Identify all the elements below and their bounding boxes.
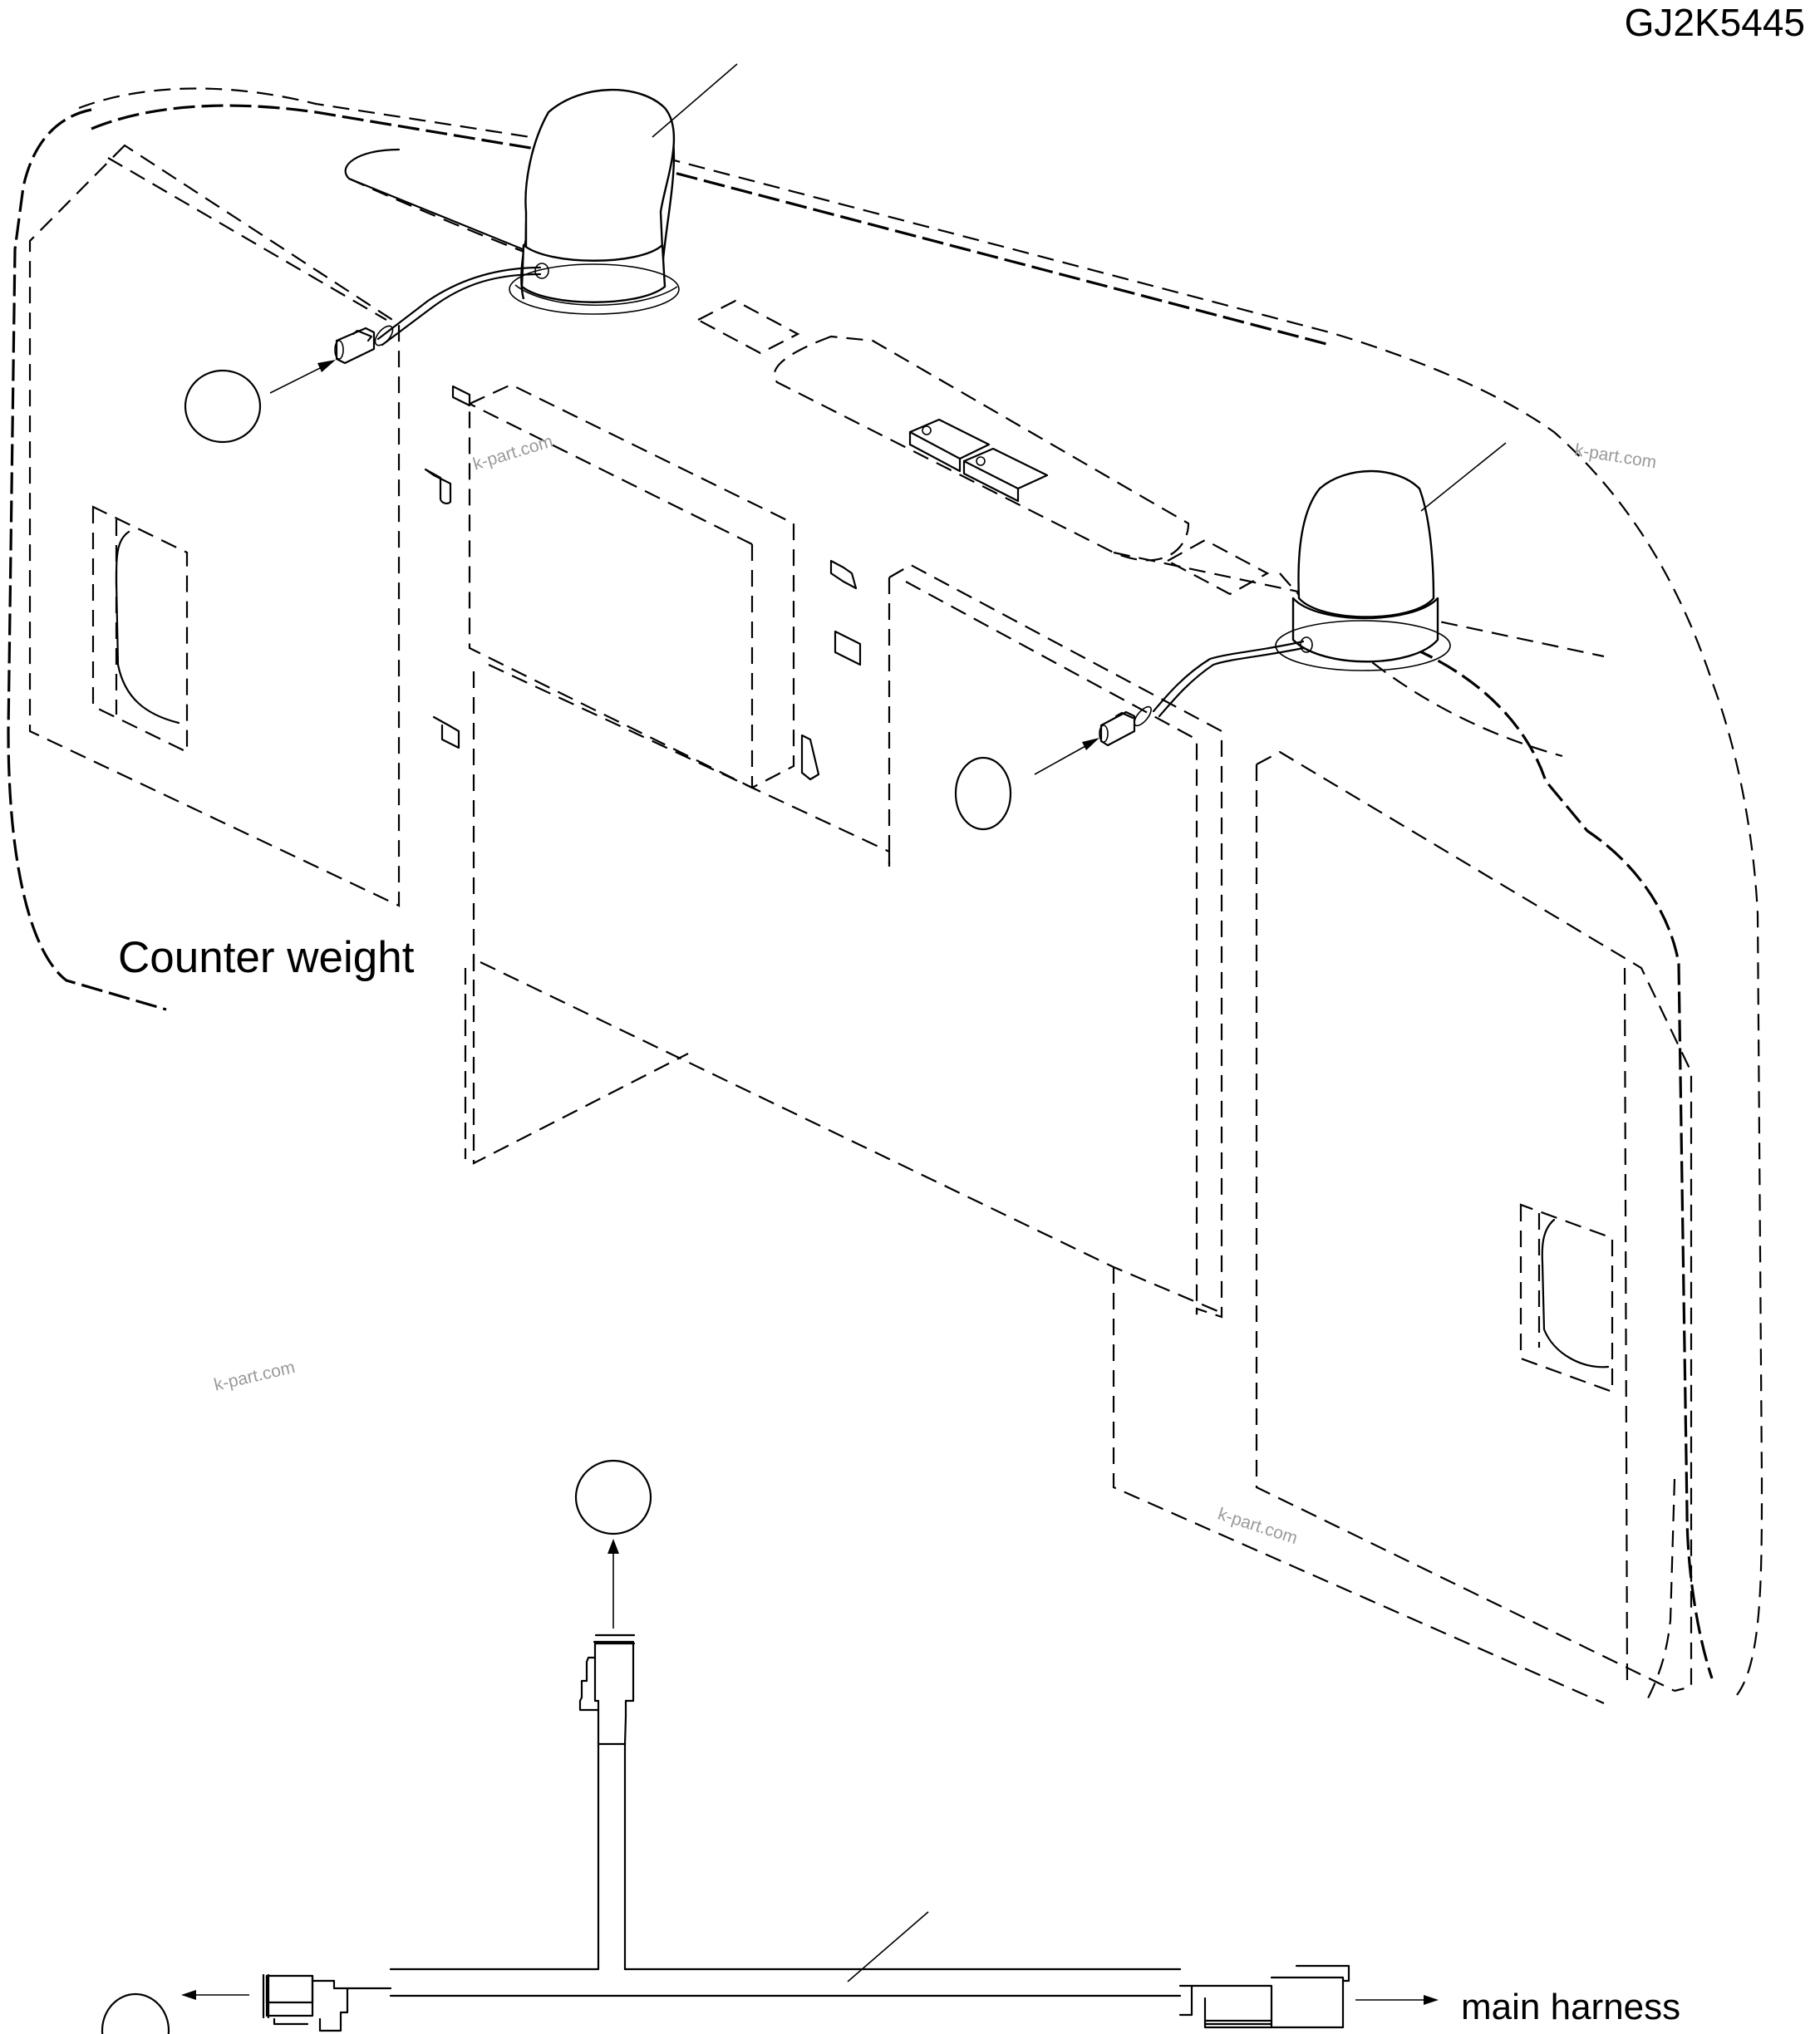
callout-harness-left-end[interactable] (101, 1992, 170, 2034)
drawing-id-label: GJ2K5445 (1624, 1, 1805, 44)
callout-bubbles (101, 369, 1012, 2034)
arrowhead-icon (181, 1990, 196, 2000)
mounting-brackets (424, 385, 1049, 781)
leader-arrow-right-connector (1034, 741, 1094, 775)
harness-leader-line (847, 1911, 929, 1982)
counterweight-label: Counter weight (118, 933, 415, 982)
beacon-1-cable (381, 273, 542, 346)
arrowhead-icon (607, 1539, 619, 1554)
harness-branch-connector[interactable] (578, 1634, 636, 1746)
callout-right-lamp-connector[interactable] (954, 756, 1012, 831)
arrowhead-icon (317, 360, 336, 372)
harness-main-connector[interactable] (1178, 1964, 1350, 2029)
lamp-connector-left[interactable] (334, 323, 396, 365)
callout-left-lamp-connector[interactable] (184, 369, 262, 444)
leader-arrow-left-connector (269, 363, 329, 394)
beacon-1-leader-line (652, 63, 738, 138)
callout-harness-branch[interactable] (574, 1459, 652, 1535)
beacon-lamp-1[interactable] (509, 88, 680, 315)
beacon-wiring-harness[interactable] (262, 1634, 1350, 2032)
beacon-2-leader-line (1420, 442, 1507, 512)
beacon-2-cable-inner (1152, 640, 1305, 713)
beacon-lamp-2[interactable] (1275, 469, 1451, 671)
arrowhead-icon (1424, 1995, 1439, 2005)
beacon-1-cable-inner (376, 266, 542, 341)
harness-left-connector[interactable] (262, 1973, 392, 2032)
arrowhead-icon (1082, 738, 1099, 750)
counterweight-body (7, 87, 1763, 1705)
beacon-2-cable (1158, 646, 1305, 718)
beacon-2-grommet (1300, 636, 1313, 653)
lamp-connector-right[interactable] (1099, 704, 1154, 747)
main-harness-label: main harness (1461, 1987, 1681, 2027)
beacon-1-grommet (534, 263, 549, 279)
